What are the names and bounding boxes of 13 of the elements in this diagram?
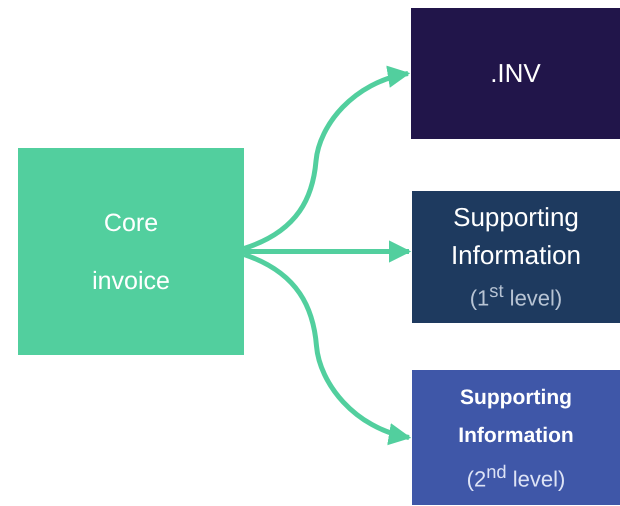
- output-box: [412, 370, 620, 505]
- arrow: [243, 252, 412, 444]
- output-box: [411, 8, 620, 139]
- node-label: Supporting Information: [450, 201, 582, 272]
- output-box: [412, 191, 620, 323]
- process-box: [18, 148, 244, 355]
- node-label: Core invoice: [91, 208, 171, 296]
- node-sublabel: (1$^{st}$ level): [470, 279, 562, 313]
- node-label: .INV: [490, 58, 541, 89]
- node-sublabel: (2$^{nd}$ level): [466, 460, 566, 494]
- node-label: Supporting Information: [457, 384, 575, 449]
- arrow: [244, 240, 412, 263]
- arrow: [243, 66, 410, 251]
